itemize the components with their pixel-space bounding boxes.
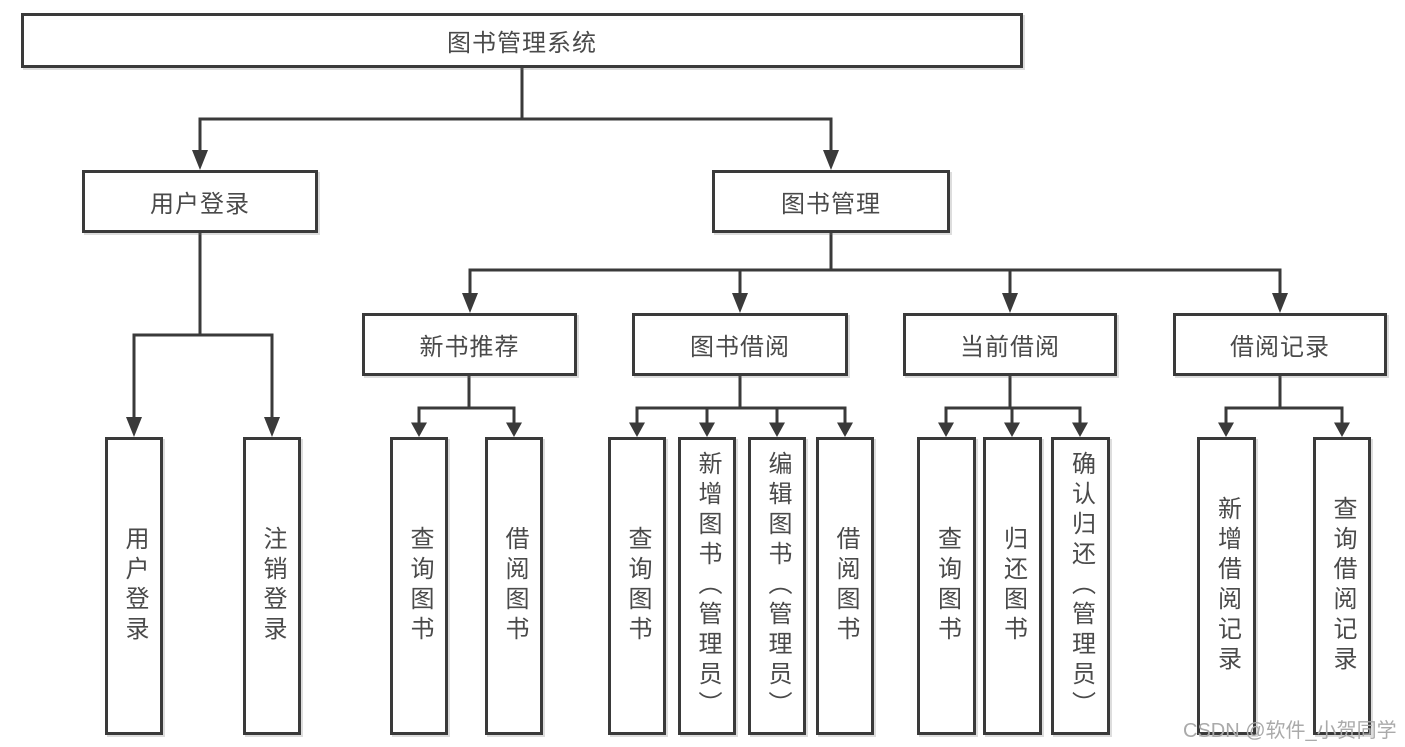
node-label: 用户登录 xyxy=(150,191,250,218)
node-leaf-br-add: 新增借阅记录 xyxy=(1197,437,1256,735)
node-label: 借阅图书 xyxy=(501,526,528,646)
node-label: 编辑图书（管理员） xyxy=(764,451,791,721)
node-label: 归还图书 xyxy=(999,526,1027,646)
node-leaf-br-query: 查询借阅记录 xyxy=(1313,437,1371,735)
node-label: 查询借阅记录 xyxy=(1329,496,1356,676)
node-leaf-logout: 注销登录 xyxy=(243,437,301,735)
node-leaf-bb-borrow: 借阅图书 xyxy=(816,437,874,735)
node-leaf-user-login: 用户登录 xyxy=(105,437,163,735)
node-label: 新增借阅记录 xyxy=(1213,496,1241,676)
node-label: 借阅记录 xyxy=(1230,334,1330,361)
node-leaf-bb-query: 查询图书 xyxy=(608,437,666,735)
node-current-borrow: 当前借阅 xyxy=(903,313,1117,376)
node-label: 查询图书 xyxy=(406,526,433,646)
node-label: 当前借阅 xyxy=(960,334,1060,361)
node-label: 注销登录 xyxy=(259,526,286,646)
node-label: 查询图书 xyxy=(933,526,961,646)
node-borrow-record: 借阅记录 xyxy=(1173,313,1387,376)
node-label: 图书借阅 xyxy=(690,334,790,361)
node-label: 确认归还（管理员） xyxy=(1067,451,1095,721)
node-label: 查询图书 xyxy=(624,526,651,646)
node-leaf-cb-return: 归还图书 xyxy=(983,437,1042,735)
node-leaf-rec-borrow: 借阅图书 xyxy=(485,437,543,735)
node-root: 图书管理系统 xyxy=(21,13,1023,68)
node-leaf-cb-confirm: 确认归还（管理员） xyxy=(1051,437,1110,735)
node-user-login: 用户登录 xyxy=(82,170,318,233)
watermark: CSDN @软件_小贺同学 xyxy=(1183,720,1397,742)
node-label: 用户登录 xyxy=(121,526,148,646)
node-label: 新增图书（管理员） xyxy=(694,451,721,721)
node-label: 借阅图书 xyxy=(832,526,859,646)
node-book-mgmt: 图书管理 xyxy=(712,170,950,233)
node-label: 新书推荐 xyxy=(419,334,520,361)
node-book-borrow: 图书借阅 xyxy=(632,313,848,376)
node-leaf-cb-query: 查询图书 xyxy=(917,437,976,735)
node-label: 图书管理 xyxy=(781,191,881,218)
node-label: 图书管理系统 xyxy=(447,30,597,57)
node-leaf-rec-query: 查询图书 xyxy=(390,437,448,735)
node-leaf-bb-edit: 编辑图书（管理员） xyxy=(748,437,806,735)
node-new-book-rec: 新书推荐 xyxy=(362,313,577,376)
node-leaf-bb-add: 新增图书（管理员） xyxy=(678,437,736,735)
